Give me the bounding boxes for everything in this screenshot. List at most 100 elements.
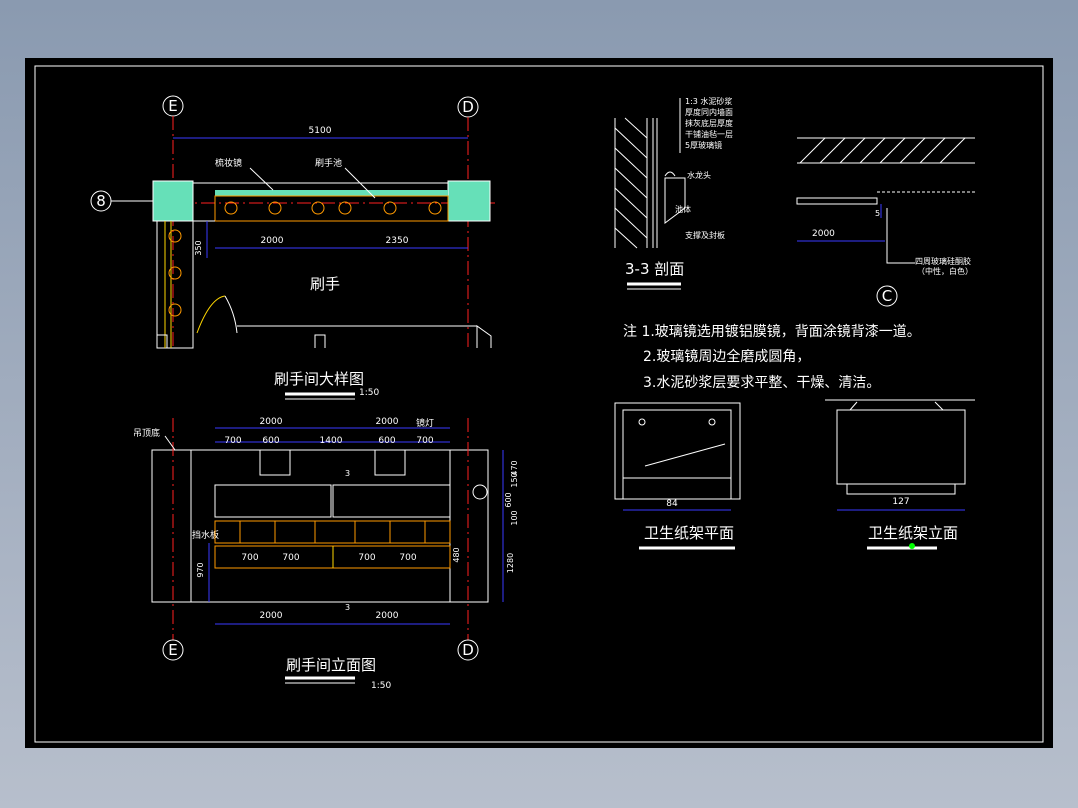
- side-hole: [168, 266, 182, 280]
- holder-elev-bracket: [849, 401, 858, 411]
- sink-counter: [214, 195, 449, 222]
- mirror-left: [214, 484, 332, 518]
- elev-wall-right: [449, 449, 489, 603]
- section-layer-4: 干铺油毡一层: [685, 129, 733, 139]
- holder-diagonal: [644, 443, 726, 467]
- holder-screw: [638, 418, 646, 426]
- elev-seg: 700: [224, 436, 241, 446]
- wall-bottom: [476, 325, 492, 348]
- elev-bubble-e: [162, 639, 184, 661]
- wall-bottom: [156, 334, 168, 348]
- elev-right: 600: [504, 492, 513, 507]
- dim-b: 2350: [386, 236, 409, 246]
- label-basin: 池体: [675, 204, 691, 214]
- side-cabinet: [156, 220, 194, 349]
- note-line-1: 注 1.玻璃镜选用镀铝膜镜，背面涂镜背漆一道。: [623, 323, 921, 340]
- detail-c: 2000 5 四周玻璃硅酮胶 （中性，白色） C: [796, 137, 975, 307]
- elev-title: 刷手间立面图: [286, 656, 376, 674]
- column-left: [152, 180, 194, 222]
- elev-top-right: 2000: [376, 417, 399, 427]
- elev-left: 970: [196, 562, 205, 577]
- section-layer-1: 1:3 水泥砂浆: [685, 96, 732, 106]
- elev-wall-left: [151, 449, 192, 603]
- elev-lower: 700: [282, 553, 299, 563]
- door-leaf: [224, 295, 238, 334]
- side-hole: [168, 229, 182, 243]
- detail-marker-label: C: [882, 287, 892, 305]
- section-layer-labels: 1:3 水泥砂浆 厚度同内墙面 抹灰底层厚度 干铺油毡一层 5厚玻璃镜: [685, 96, 733, 150]
- label-sink: 刷手池: [315, 157, 342, 169]
- plan-view: E D 8 5100 梳妆镜 刷手池: [90, 95, 495, 400]
- elev-lower: 700: [399, 553, 416, 563]
- holder-screw: [708, 418, 716, 426]
- detail-hatch: [799, 137, 966, 164]
- sink-hole: [268, 201, 282, 215]
- note-line-2: 2.玻璃镜周边全磨成圆角，: [643, 348, 810, 365]
- notes: 注 1.玻璃镜选用镀铝膜镜，背面涂镜背漆一道。 2.玻璃镜周边全磨成圆角， 3.…: [623, 323, 921, 391]
- column-right: [447, 180, 491, 222]
- section-layer-3: 抹灰底层厚度: [685, 118, 733, 128]
- elev-seg: 600: [378, 436, 395, 446]
- elev-right: 480: [452, 547, 461, 562]
- elev-lower: 700: [358, 553, 375, 563]
- door-swing: [196, 295, 226, 334]
- section-basin: [664, 177, 686, 224]
- label-faucet: 水龙头: [687, 170, 711, 180]
- cad-drawing: E D 8 5100 梳妆镜 刷手池: [34, 65, 1044, 743]
- side-hole: [168, 303, 182, 317]
- wall-bottom: [314, 334, 326, 348]
- sink-hole: [338, 201, 352, 215]
- elev-right: 100: [510, 510, 519, 525]
- elev-bubble-d: [457, 639, 479, 661]
- elev-scale: 1:50: [371, 681, 391, 691]
- elev-bottom-left: 2000: [260, 611, 283, 621]
- mirror-strip: [215, 190, 448, 196]
- section-3-3: 1:3 水泥砂浆 厚度同内墙面 抹灰底层厚度 干铺油毡一层 5厚玻璃镜 水龙头 …: [614, 96, 733, 290]
- paper-holder-plan: 84 卫生纸架平面: [614, 402, 741, 550]
- leader-ceiling: [164, 435, 176, 451]
- detail-dim: 2000: [812, 229, 835, 239]
- elev-seg: 1400: [320, 436, 343, 446]
- elev-axis-label-e: E: [168, 641, 177, 659]
- holder-plan-title: 卫生纸架平面: [644, 524, 734, 542]
- plan-title: 刷手间大样图: [274, 370, 364, 388]
- label-support: 支撑及封板: [685, 230, 725, 240]
- section-layer-5: 5厚玻璃镜: [685, 140, 722, 150]
- elev-right: 150: [510, 472, 519, 487]
- dim-side: 350: [194, 240, 203, 255]
- label-ceiling: 吊顶底: [133, 427, 160, 439]
- dim-a: 2000: [261, 236, 284, 246]
- leader-mirror: [249, 167, 274, 191]
- leader-sink: [344, 167, 376, 199]
- sheet-border: [34, 65, 1044, 743]
- detail-label-2: （中性，白色）: [917, 266, 973, 276]
- section-title: 3-3 剖面: [625, 260, 684, 278]
- sink-hole: [311, 201, 325, 215]
- holder-elev-dim: 127: [892, 497, 909, 507]
- paper-holder-elev: 127 卫生纸架立面: [825, 399, 975, 550]
- section-marker: [472, 484, 488, 500]
- mirror-light-right: [374, 450, 406, 476]
- holder-elev-roll: [846, 483, 956, 495]
- elevation-view: 2000 2000 镜灯 700 600 1400 600 700 吊顶底 3 …: [133, 417, 519, 691]
- label-splash: 挡水板: [192, 529, 219, 541]
- elev-axis-label-d: D: [462, 641, 474, 659]
- holder-elev-title: 卫生纸架立面: [868, 524, 958, 542]
- label-mirror: 梳妆镜: [215, 157, 242, 169]
- holder-plan-inner: [622, 409, 732, 479]
- holder-plan-dim: 84: [666, 499, 678, 509]
- elev-right: 1280: [506, 553, 515, 573]
- mark-3a: 3: [345, 469, 350, 478]
- elev-seg: 600: [262, 436, 279, 446]
- sink-hole: [428, 201, 442, 215]
- section-faucet: [664, 171, 676, 177]
- label-mirror-light: 镜灯: [416, 417, 434, 429]
- dim-total: 5100: [309, 126, 332, 136]
- sink-hole: [224, 201, 238, 215]
- holder-elev-box: [836, 409, 966, 485]
- mark-3b: 3: [345, 603, 350, 612]
- sink-hole: [383, 201, 397, 215]
- detail-leader: [886, 208, 915, 264]
- detail-label-1: 四周玻璃硅酮胶: [915, 256, 971, 266]
- splash-board: [214, 520, 451, 544]
